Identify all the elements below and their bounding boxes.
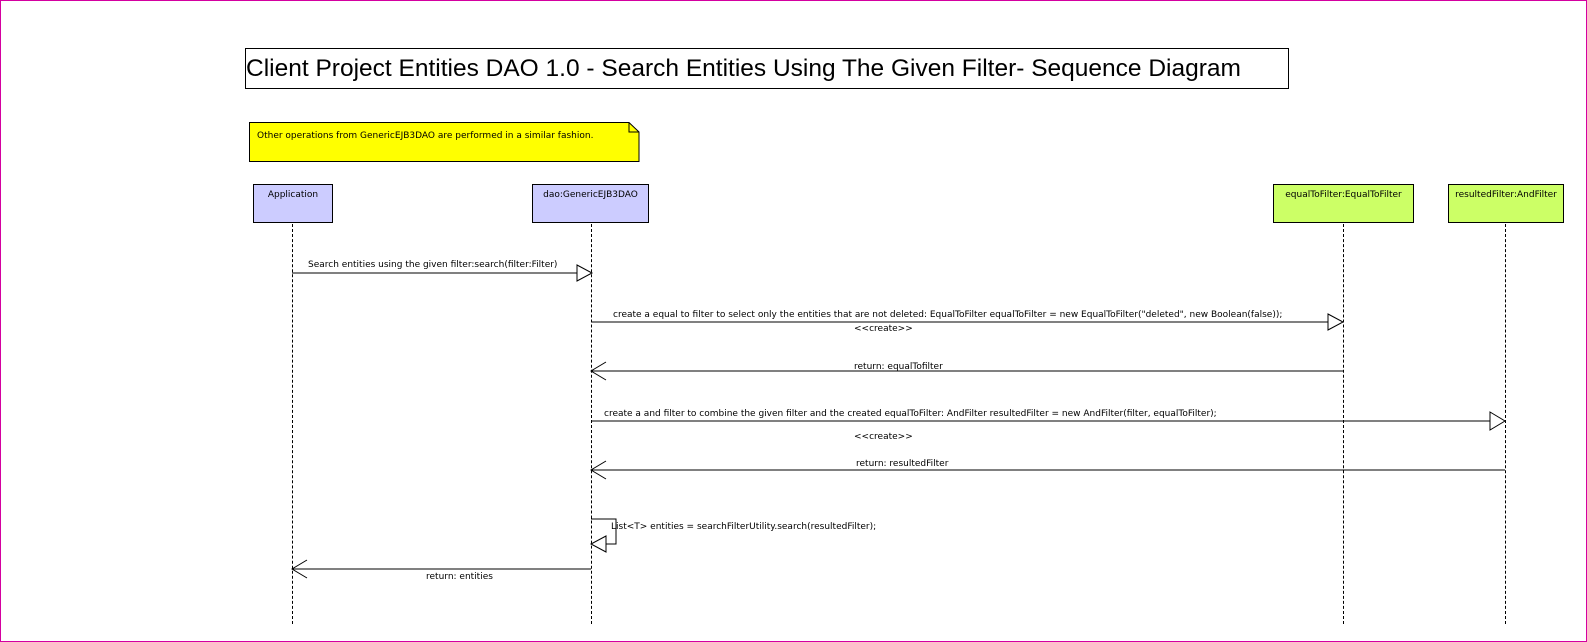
message-arrow-return-resulted-filter — [590, 460, 1505, 480]
lifeline-head-resulted-filter: resultedFilter:AndFilter — [1448, 184, 1564, 223]
message-arrow-search — [292, 264, 594, 282]
lifeline-dao — [591, 224, 592, 624]
message-label-search: Search entities using the given filter:s… — [308, 260, 558, 270]
lifeline-head-equal-to-filter: equalToFilter:EqualToFilter — [1273, 184, 1414, 223]
lifeline-application — [292, 224, 293, 624]
message-label-self-search: List<T> entities = searchFilterUtility.s… — [611, 522, 877, 532]
diagram-title: Client Project Entities DAO 1.0 - Search… — [245, 48, 1289, 89]
message-stereotype-create-and-filter: <<create>> — [854, 432, 913, 442]
lifeline-resulted-filter — [1505, 224, 1506, 624]
message-arrow-return-equal-filter — [590, 361, 1343, 381]
lifeline-head-application: Application — [253, 184, 333, 223]
message-stereotype-create-equal-filter: <<create>> — [854, 324, 913, 334]
note-text: Other operations from GenericEJB3DAO are… — [257, 131, 594, 141]
message-label-return-equal-filter: return: equalTofilter — [854, 362, 943, 372]
lifeline-head-dao: dao:GenericEJB3DAO — [532, 184, 649, 223]
message-label-return-entities: return: entities — [426, 572, 493, 582]
message-label-create-equal-filter: create a equal to filter to select only … — [613, 310, 1283, 320]
message-label-return-resulted-filter: return: resultedFilter — [856, 459, 949, 469]
message-arrow-self-search — [589, 518, 617, 553]
message-arrow-create-and-filter — [591, 411, 1506, 431]
message-arrow-create-equal-filter — [591, 313, 1345, 331]
note: Other operations from GenericEJB3DAO are… — [249, 122, 640, 162]
note-shape — [249, 122, 640, 162]
message-arrow-return-entities — [291, 559, 591, 579]
lifeline-equal-to-filter — [1343, 224, 1344, 624]
message-label-create-and-filter: create a and filter to combine the given… — [604, 409, 1217, 419]
